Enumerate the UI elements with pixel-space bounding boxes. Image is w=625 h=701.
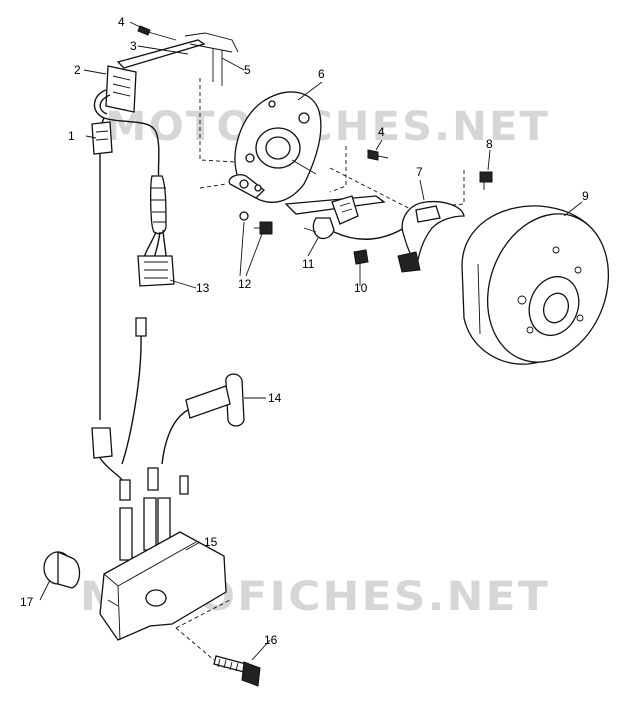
screw-10 — [353, 249, 369, 265]
bolt-16 — [175, 599, 261, 687]
rubber-cap — [43, 551, 81, 589]
screw-8 — [479, 171, 493, 190]
callout-13: 13 — [196, 281, 210, 295]
callout-2: 2 — [74, 63, 81, 77]
stator-plate — [199, 78, 465, 217]
pickup-coil — [397, 200, 465, 273]
callout-12: 12 — [238, 277, 252, 291]
callout-14: 14 — [268, 391, 282, 405]
callout-4-top: 4 — [118, 15, 125, 29]
callout-5: 5 — [244, 63, 251, 77]
watermark-top: MOTOFICHES.NET — [105, 104, 550, 150]
callout-7: 7 — [416, 165, 423, 179]
callout-11: 11 — [302, 257, 315, 271]
wiring-harness — [91, 25, 239, 420]
callout-1: 1 — [68, 129, 75, 143]
pickup-bracket — [284, 195, 405, 240]
callout-labels: 1 2 3 4 5 6 4 7 8 9 11 10 12 13 14 15 16… — [20, 15, 589, 661]
callout-8: 8 — [486, 137, 493, 151]
callout-17: 17 — [20, 595, 34, 609]
callout-16: 16 — [264, 633, 278, 647]
callout-3: 3 — [130, 39, 137, 53]
callout-10: 10 — [354, 281, 368, 295]
screw-12 — [239, 211, 273, 235]
callout-9: 9 — [582, 189, 589, 203]
screw-4-right — [367, 149, 389, 161]
callout-15: 15 — [204, 535, 218, 549]
ignition-coil-assembly — [91, 317, 245, 641]
callout-6: 6 — [318, 67, 325, 81]
callout-4-right: 4 — [378, 125, 385, 139]
flywheel — [461, 205, 610, 365]
